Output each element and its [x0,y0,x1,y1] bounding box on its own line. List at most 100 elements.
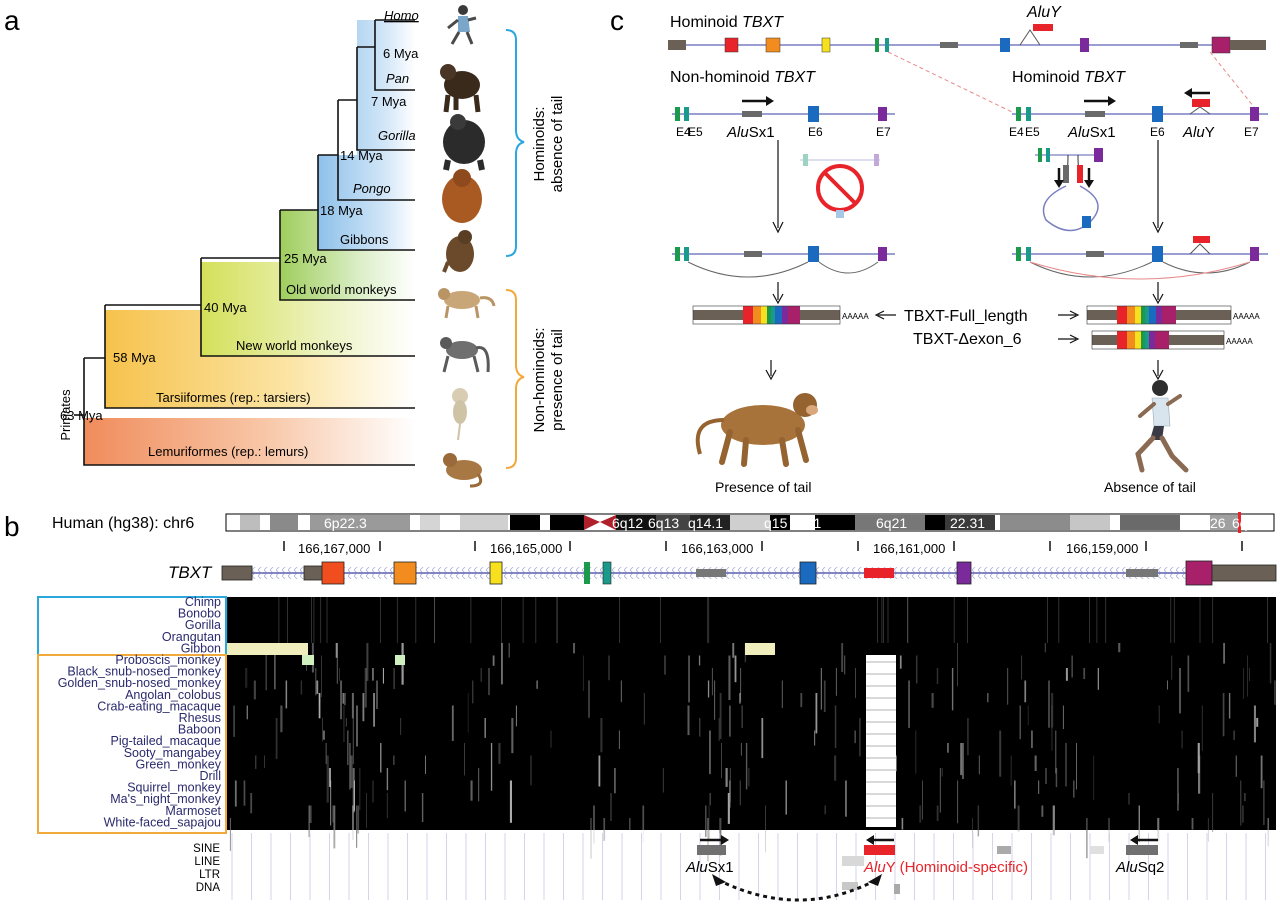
gene-exon [489,561,503,585]
gene-utr5 [221,565,253,581]
nonhominoid-tbxt-title: Non-hominoid TBXT [670,69,816,86]
hom-aluy-block [1192,99,1210,107]
svg-text:166,167,000: 166,167,000 [298,541,370,556]
macaque-icon [438,288,496,319]
nh-splice-arc [687,261,809,278]
chimp-icon [440,64,481,113]
nh-alusx1 [742,111,762,117]
genome-label: Human (hg38): chr6 [52,515,194,532]
top-utr5 [668,40,686,50]
top-utr3 [1230,40,1266,50]
pairing-double-arrow [717,878,877,902]
hom-splice-arc [1029,261,1153,278]
full-length-label: TBXT-Full_length [904,308,1028,325]
svg-text:6p22.3: 6p22.3 [324,515,367,531]
species-label: Ma's_night_monkey [110,792,222,806]
gibbon-icon [442,230,474,273]
hominoid-tbxt-title: Hominoid TBXT [670,14,784,31]
species-label: Rhesus [179,711,221,725]
svg-text:LINE: LINE [194,856,220,868]
svg-text:26: 26 [1210,515,1226,531]
species-label: Marmoset [165,804,221,818]
svg-text:16.1: 16.1 [794,515,821,531]
species-label: Baboon [178,723,221,737]
node-25: 25 Mya [284,251,327,266]
primates-label: Primates [58,389,73,441]
repeat-alusx1-label: AluSx1 [685,859,734,876]
species-label: Pig-tailed_macaque [111,734,222,748]
gibbon-gap [226,643,308,655]
svg-text:q15: q15 [764,515,788,531]
gene-exon [393,561,417,585]
hom-e7: E7 [1244,125,1259,139]
species-label: White-faced_sapajou [104,815,221,829]
node-58: 58 Mya [113,350,156,365]
top-exon [1211,36,1231,54]
hom-splice-arc [1162,261,1251,274]
species-label: Gorilla [185,618,221,632]
taxon-lemuriformes: Lemuriformes (rep.: lemurs) [148,444,308,459]
panel-b-letter: b [4,511,20,542]
species-label: Chimp [185,595,221,609]
aluy-gap [866,655,896,827]
zoom-line [887,51,1013,113]
gene-exon [799,561,817,585]
nh-exon-e7 [878,107,887,121]
species-label: Crab-eating_macaque [97,699,221,713]
top-exon [875,38,879,52]
chromosome-ideogram [225,512,1275,533]
hom-polya-delta: AAAAA [1226,337,1253,346]
top-exon [724,37,739,53]
spider-monkey-icon [440,337,490,373]
lemur-region [84,418,415,465]
conservation-tracks [226,597,1276,830]
species-label: Bonobo [178,607,221,621]
species-label: Proboscis_monkey [115,653,221,667]
top-aluy-label: AluY [1026,4,1062,21]
taxon-nwm: New world monkeys [236,338,353,353]
svg-text:166,165,000: 166,165,000 [490,541,562,556]
top-aluy-block [1033,24,1053,31]
species-label: Black_snub-nosed_monkey [67,665,221,679]
hom-aluy-label: AluY [1182,124,1215,141]
gene-exon [956,561,972,585]
node-18: 18 Mya [320,203,363,218]
taxon-pan: Pan [386,71,409,86]
hom-e6: E6 [1150,125,1165,139]
hairpin-loop-icon [1035,148,1103,232]
svg-text:LTR: LTR [199,869,220,881]
orangutan-icon [442,169,482,223]
node-63: 63 Mya [60,408,103,423]
panel-a-letter: a [4,5,20,36]
gene-alusq2 [1126,569,1158,577]
svg-text:6q21: 6q21 [876,515,907,531]
hom-tbxt-title: Hominoid TBXT [1012,69,1126,86]
species-label: Sooty_mangabey [124,746,222,760]
nh-alusx1-label: AluSx1 [726,124,775,141]
gene-alusx1 [696,569,726,577]
top-exon [885,38,889,52]
svg-text:q14.1: q14.1 [688,515,723,531]
hominoid-label-1: Hominoids: [531,106,548,181]
svg-text:166,163,000: 166,163,000 [681,541,753,556]
human-runner-large-icon [1135,380,1189,473]
svg-text:SINE: SINE [193,843,220,855]
svg-text:DNA: DNA [196,882,221,894]
repeat-alusq2-label: AluSq2 [1115,859,1164,876]
hominoid-bracket [505,29,525,257]
panel-c-letter: c [610,5,624,36]
gorilla-icon [443,114,485,171]
node-6: 6 Mya [383,46,419,61]
nh-exon-e4 [675,107,680,121]
nh-mrna-full [692,305,841,325]
hom-mrna-full [1086,305,1232,325]
svg-text:166,159,000: 166,159,000 [1066,541,1138,556]
node-14: 14 Mya [340,148,383,163]
taxon-pongo: Pongo [353,181,391,196]
phylogeny-tree [74,19,415,466]
species-label: Squirrel_monkey [127,781,222,795]
nh-e5: E5 [688,125,703,139]
band-labels: 6p22.3 6q12 6q13 q14.1 q15 16.1 6q21 22.… [324,515,1263,531]
top-exon [1000,38,1010,52]
